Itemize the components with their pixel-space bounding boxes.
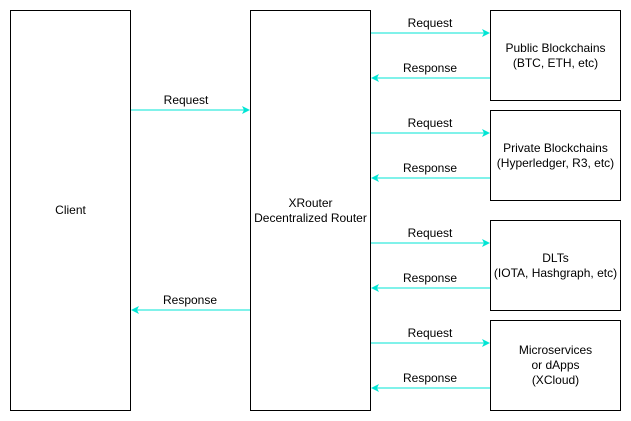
target-2-response-label: Response (402, 161, 458, 175)
target-4-response-label: Response (402, 371, 458, 385)
target-1-response-label: Response (402, 61, 458, 75)
target-3-line-1: DLTs (542, 250, 569, 265)
target-1-line-2: (BTC, ETH, etc) (512, 55, 599, 70)
target-2-request-label: Request (407, 116, 453, 130)
router-label-line-1: XRouter (288, 195, 333, 210)
client-request-label: Request (163, 93, 209, 107)
client-node: Client (10, 10, 131, 411)
target-node-microservices: Microservices or dApps (XCloud) (490, 320, 621, 411)
client-label: Client (55, 203, 86, 217)
target-node-public-blockchains: Public Blockchains (BTC, ETH, etc) (490, 10, 621, 101)
target-3-request-label: Request (407, 226, 453, 240)
target-node-dlts: DLTs (IOTA, Hashgraph, etc) (490, 220, 621, 311)
target-4-line-3: (XCloud) (531, 373, 580, 387)
router-node: XRouter Decentralized Router (250, 10, 371, 411)
target-4-line-2: or dApps (531, 358, 580, 372)
target-1-line-1: Public Blockchains (505, 40, 606, 55)
target-3-line-2: (IOTA, Hashgraph, etc) (493, 265, 618, 280)
target-node-private-blockchains: Private Blockchains (Hyperledger, R3, et… (490, 110, 621, 201)
router-label-line-2: Decentralized Router (254, 210, 367, 225)
client-response-label: Response (162, 293, 218, 307)
target-3-response-label: Response (402, 271, 458, 285)
target-1-request-label: Request (407, 16, 453, 30)
target-2-line-1: Private Blockchains (503, 140, 608, 155)
target-2-line-2: (Hyperledger, R3, etc) (496, 155, 615, 170)
target-4-line-1: Microservices (518, 343, 593, 357)
target-4-request-label: Request (407, 326, 453, 340)
